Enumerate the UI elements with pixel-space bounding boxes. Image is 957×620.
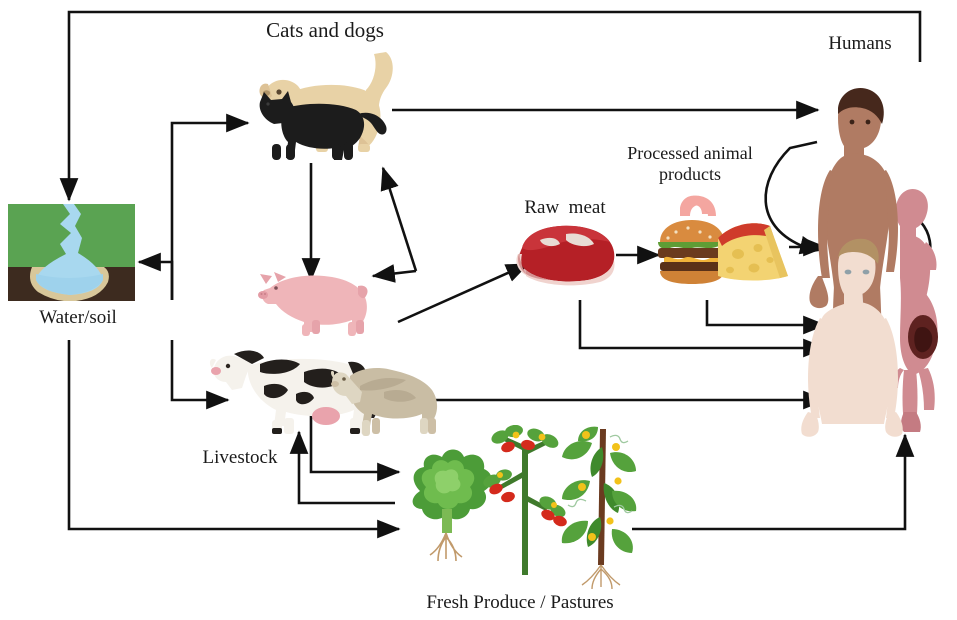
edge-catsdogs-to-water	[137, 252, 174, 300]
edge-water-to-produce	[67, 340, 401, 539]
label-processed-animal-products: Processed animal products	[627, 143, 753, 184]
node-raw-meat[interactable]	[504, 218, 618, 288]
water-soil-icon	[8, 204, 135, 302]
edge-livestock-to-produce	[309, 404, 401, 482]
edges	[59, 10, 932, 539]
pig-icon	[258, 272, 368, 336]
burger-cheese-sausage-icon	[658, 195, 788, 284]
edge-produce-to-livestock	[289, 430, 395, 505]
human-figures-icon	[801, 88, 938, 437]
node-water-soil[interactable]	[8, 204, 135, 302]
node-cats-and-dogs[interactable]	[246, 44, 406, 166]
label-livestock: Livestock	[202, 447, 278, 468]
edge-rawmeat-to-catsdogs	[380, 166, 418, 272]
edge-humans-self-loop-upper	[764, 140, 824, 255]
label-fresh-produce: Fresh Produce / Pastures	[426, 592, 614, 613]
lettuce-icon	[412, 449, 492, 562]
edge-processed-to-humans-2	[705, 300, 827, 335]
woman-hair-icon	[838, 88, 884, 124]
label-water-soil: Water/soil	[39, 307, 117, 328]
node-fresh-produce[interactable]	[396, 424, 646, 590]
cucumber-vine-icon	[561, 426, 637, 590]
tomato-plant-icon	[483, 424, 567, 575]
sheep-icon	[331, 368, 438, 436]
cat-icon	[259, 91, 387, 160]
edge-rawmeat-to-pig	[371, 264, 417, 283]
node-processed-animal-products[interactable]	[654, 192, 794, 288]
node-sheep[interactable]	[330, 352, 448, 436]
node-humans[interactable]	[800, 82, 950, 437]
man-figure	[801, 241, 903, 437]
man-hair-icon	[838, 238, 879, 264]
edge-water-to-livestock	[170, 340, 230, 410]
label-cats-and-dogs: Cats and dogs	[266, 18, 384, 42]
cat-and-dog-icon	[259, 52, 393, 160]
edge-rawmeat-to-humans	[578, 300, 827, 358]
edge-livestock-to-rawmeat	[397, 262, 530, 324]
edge-water-to-catsdogs	[170, 113, 250, 300]
hamburger-icon	[658, 220, 726, 284]
node-pig[interactable]	[248, 262, 376, 338]
edge-humans-to-water	[59, 10, 922, 202]
cheese-icon	[718, 223, 788, 281]
edge-produce-to-humans	[632, 433, 915, 531]
label-humans: Humans	[828, 33, 892, 54]
raw-meat-icon	[516, 225, 615, 286]
plants-icon	[412, 424, 637, 590]
label-raw-meat: Raw meat	[524, 197, 606, 218]
